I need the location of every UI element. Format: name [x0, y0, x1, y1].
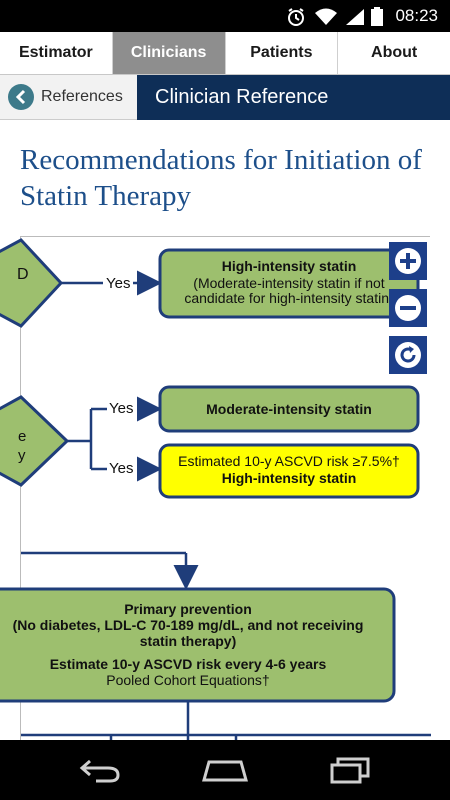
tab-patients[interactable]: Patients: [226, 32, 339, 74]
page-title: Recommendations for Initiation of Statin…: [20, 144, 422, 212]
references-back-button[interactable]: References: [0, 75, 137, 120]
primary-box-line2: (No diabetes, LDL-C 70-189 mg/dL, and no…: [13, 617, 364, 633]
estimated-box-line2: High-intensity statin: [222, 470, 357, 486]
diamond-2-line2: y: [18, 447, 26, 464]
back-button-label: References: [41, 88, 123, 105]
section-title: Clinician Reference: [137, 75, 450, 120]
yes-1-bg: [103, 274, 133, 292]
reset-zoom-button[interactable]: [389, 336, 427, 374]
status-bar: 08:23: [0, 0, 450, 32]
primary-box-line5: Pooled Cohort Equations†: [106, 672, 269, 688]
wifi-icon: [315, 8, 337, 25]
diamond-1-text: D: [17, 266, 29, 283]
decision-diamond-1: [0, 238, 64, 328]
moderate-box-line1: Moderate-intensity statin: [206, 401, 372, 417]
estimated-risk-box: [158, 443, 420, 499]
tab-about[interactable]: About: [371, 44, 418, 61]
battery-icon: [371, 7, 383, 26]
status-time: 08:23: [395, 6, 438, 25]
top-tab-bar: Estimator Clinicians Patients About: [0, 32, 450, 75]
refresh-icon: [395, 342, 421, 368]
zoom-out-icon: [395, 295, 421, 321]
zoom-in-icon: [395, 248, 421, 274]
flowchart-diagram[interactable]: D Yes High-intensity statin (Moderate-in…: [0, 236, 431, 741]
signal-icon: [346, 9, 364, 25]
recent-apps-icon[interactable]: [328, 755, 372, 785]
zoom-out-button[interactable]: [389, 289, 427, 327]
high-box-line2: (Moderate-intensity statin if not: [193, 275, 385, 291]
primary-box-line3: statin therapy): [140, 633, 236, 649]
primary-box-line1: Primary prevention: [124, 601, 252, 617]
flowchart-svg: D Yes High-intensity statin (Moderate-in…: [0, 238, 431, 741]
high-box-line3: candidate for high-intensity statin): [184, 290, 393, 306]
home-nav-icon[interactable]: [200, 756, 250, 784]
yes-3-bg: [107, 459, 137, 477]
high-intensity-box: [158, 248, 420, 319]
tab-clinicians[interactable]: Clinicians: [112, 32, 226, 74]
tab-estimator[interactable]: Estimator: [0, 32, 113, 74]
back-nav-icon[interactable]: [78, 758, 122, 784]
diamond-2-line1: e: [18, 428, 26, 445]
decision-diamond-2: [0, 395, 70, 487]
back-arrow-icon: [8, 84, 34, 110]
yes-label-1: Yes: [106, 275, 130, 292]
yes-2-bg: [107, 399, 137, 417]
estimated-box-line1: Estimated 10-y ASCVD risk ≥7.5%†: [178, 453, 400, 469]
zoom-in-button[interactable]: [389, 242, 427, 280]
moderate-intensity-box: [158, 385, 420, 433]
high-box-line1: High-intensity statin: [222, 258, 357, 274]
yes-label-2: Yes: [109, 400, 133, 417]
system-nav-bar: [0, 740, 450, 800]
primary-box-line4: Estimate 10-y ASCVD risk every 4-6 years: [50, 656, 327, 672]
yes-label-3: Yes: [109, 460, 133, 477]
sub-header: References Clinician Reference: [0, 75, 450, 120]
alarm-icon: [288, 8, 304, 26]
